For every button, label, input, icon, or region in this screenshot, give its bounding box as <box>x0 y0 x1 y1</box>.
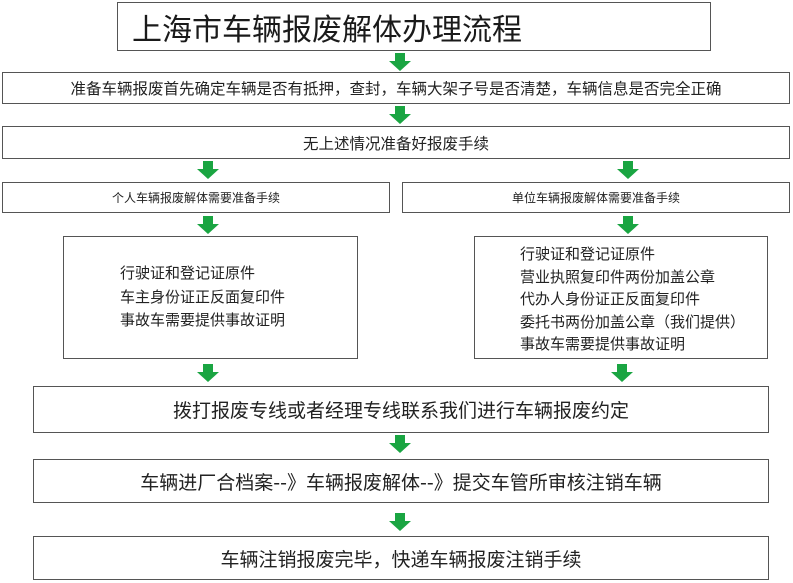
list-item: 委托书两份加盖公章（我们提供） <box>520 312 746 331</box>
personal-documents-list: 行驶证和登记证原件 车主身份证正反面复印件 事故车需要提供事故证明 <box>63 236 358 359</box>
down-arrow-icon <box>197 216 219 234</box>
down-arrow-icon <box>617 216 639 234</box>
company-branch-heading: 单位车辆报废解体需要准备手续 <box>402 182 790 213</box>
down-arrow-icon <box>389 513 411 531</box>
list-item: 行驶证和登记证原件 <box>520 245 656 263</box>
down-arrow-icon <box>197 161 219 179</box>
list-item: 营业执照复印件两份加盖公章 <box>520 267 716 286</box>
list-item: 代办人身份证正反面复印件 <box>520 290 701 308</box>
list-item: 行驶证和登记证原件 <box>120 264 256 282</box>
list-item: 事故车需要提供事故证明 <box>520 335 686 353</box>
company-documents-list: 行驶证和登记证原件 营业执照复印件两份加盖公章 代办人身份证正反面复印件 委托书… <box>474 236 768 359</box>
check-vehicle-step: 准备车辆报废首先确定车辆是否有抵押，查封，车辆大架子号是否清楚，车辆信息是否完全… <box>2 72 790 104</box>
page-title: 上海市车辆报废解体办理流程 <box>117 2 711 51</box>
prepare-documents-step: 无上述情况准备好报废手续 <box>2 126 790 159</box>
down-arrow-icon <box>389 435 411 453</box>
list-item: 事故车需要提供事故证明 <box>120 311 286 329</box>
list-item: 车主身份证正反面复印件 <box>120 287 286 306</box>
contact-step: 拨打报废专线或者经理专线联系我们进行车辆报废约定 <box>33 386 769 433</box>
down-arrow-icon <box>617 161 639 179</box>
completion-step: 车辆注销报废完毕，快递车辆报废注销手续 <box>33 536 769 580</box>
personal-branch-heading: 个人车辆报废解体需要准备手续 <box>2 182 390 213</box>
down-arrow-icon <box>197 364 219 382</box>
scrapping-process-step: 车辆进厂合档案--》车辆报废解体--》提交车管所审核注销车辆 <box>33 459 769 503</box>
down-arrow-icon <box>611 364 633 382</box>
down-arrow-icon <box>389 106 411 124</box>
down-arrow-icon <box>389 53 411 71</box>
